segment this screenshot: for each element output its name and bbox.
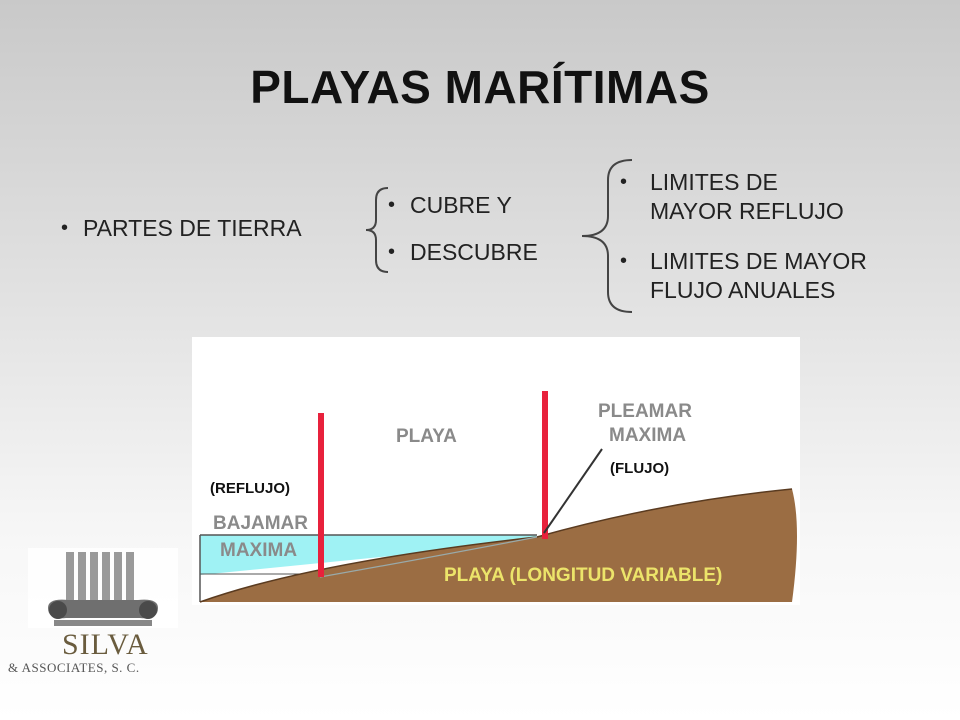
bullet-partes-de-tierra: • PARTES DE TIERRA — [61, 214, 302, 243]
bullet-limites-reflujo: • LIMITES DE MAYOR REFLUJO — [620, 168, 844, 226]
beach-diagram: PLAYA PLEAMAR MAXIMA (FLUJO) (REFLUJO) B… — [192, 337, 800, 605]
column-capital-icon — [28, 548, 178, 628]
label-maxima-bottom: MAXIMA — [220, 540, 297, 561]
logo-subtitle: & ASSOCIATES, S. C. — [8, 660, 140, 675]
label-maxima-top: MAXIMA — [609, 425, 686, 446]
bullet-dot: • — [388, 194, 396, 216]
pleamar-arrow — [543, 448, 603, 534]
water-area — [200, 535, 537, 575]
flujo-marker — [542, 391, 548, 539]
bullet-text: CUBRE Y — [410, 192, 512, 218]
label-reflujo: (REFLUJO) — [210, 480, 290, 497]
bullet-cubre-y: • CUBRE Y — [388, 191, 512, 220]
bullet-dot: • — [388, 241, 396, 263]
logo-name: SILVA — [62, 628, 149, 661]
bullet-dot: • — [620, 171, 628, 193]
land-area — [200, 489, 797, 602]
label-playa-longitud: PLAYA (LONGITUD VARIABLE) — [444, 565, 722, 586]
bullet-dot: • — [620, 250, 628, 272]
bullet-text: DESCUBRE — [410, 239, 538, 265]
bullet-limites-flujo: • LIMITES DE MAYOR FLUJO ANUALES — [620, 247, 867, 305]
page-title: PLAYAS MARÍTIMAS — [250, 61, 710, 113]
label-flujo: (FLUJO) — [610, 460, 669, 477]
bullet-text-line2: MAYOR REFLUJO — [650, 198, 844, 224]
bullet-descubre: • DESCUBRE — [388, 238, 538, 267]
label-bajamar: BAJAMAR — [213, 513, 308, 534]
label-pleamar: PLEAMAR — [598, 401, 692, 422]
seabed-line — [319, 536, 538, 578]
brace-left-2 — [581, 159, 633, 313]
bullet-text-line1: LIMITES DE MAYOR — [650, 248, 867, 274]
brace-left-1 — [365, 187, 389, 273]
bullet-dot: • — [61, 217, 69, 239]
bullet-text-line2: FLUJO ANUALES — [650, 277, 836, 303]
label-playa: PLAYA — [396, 426, 457, 447]
bullet-text-line1: LIMITES DE — [650, 169, 778, 195]
bullet-text: PARTES DE TIERRA — [83, 215, 302, 241]
reflujo-marker — [318, 413, 324, 577]
